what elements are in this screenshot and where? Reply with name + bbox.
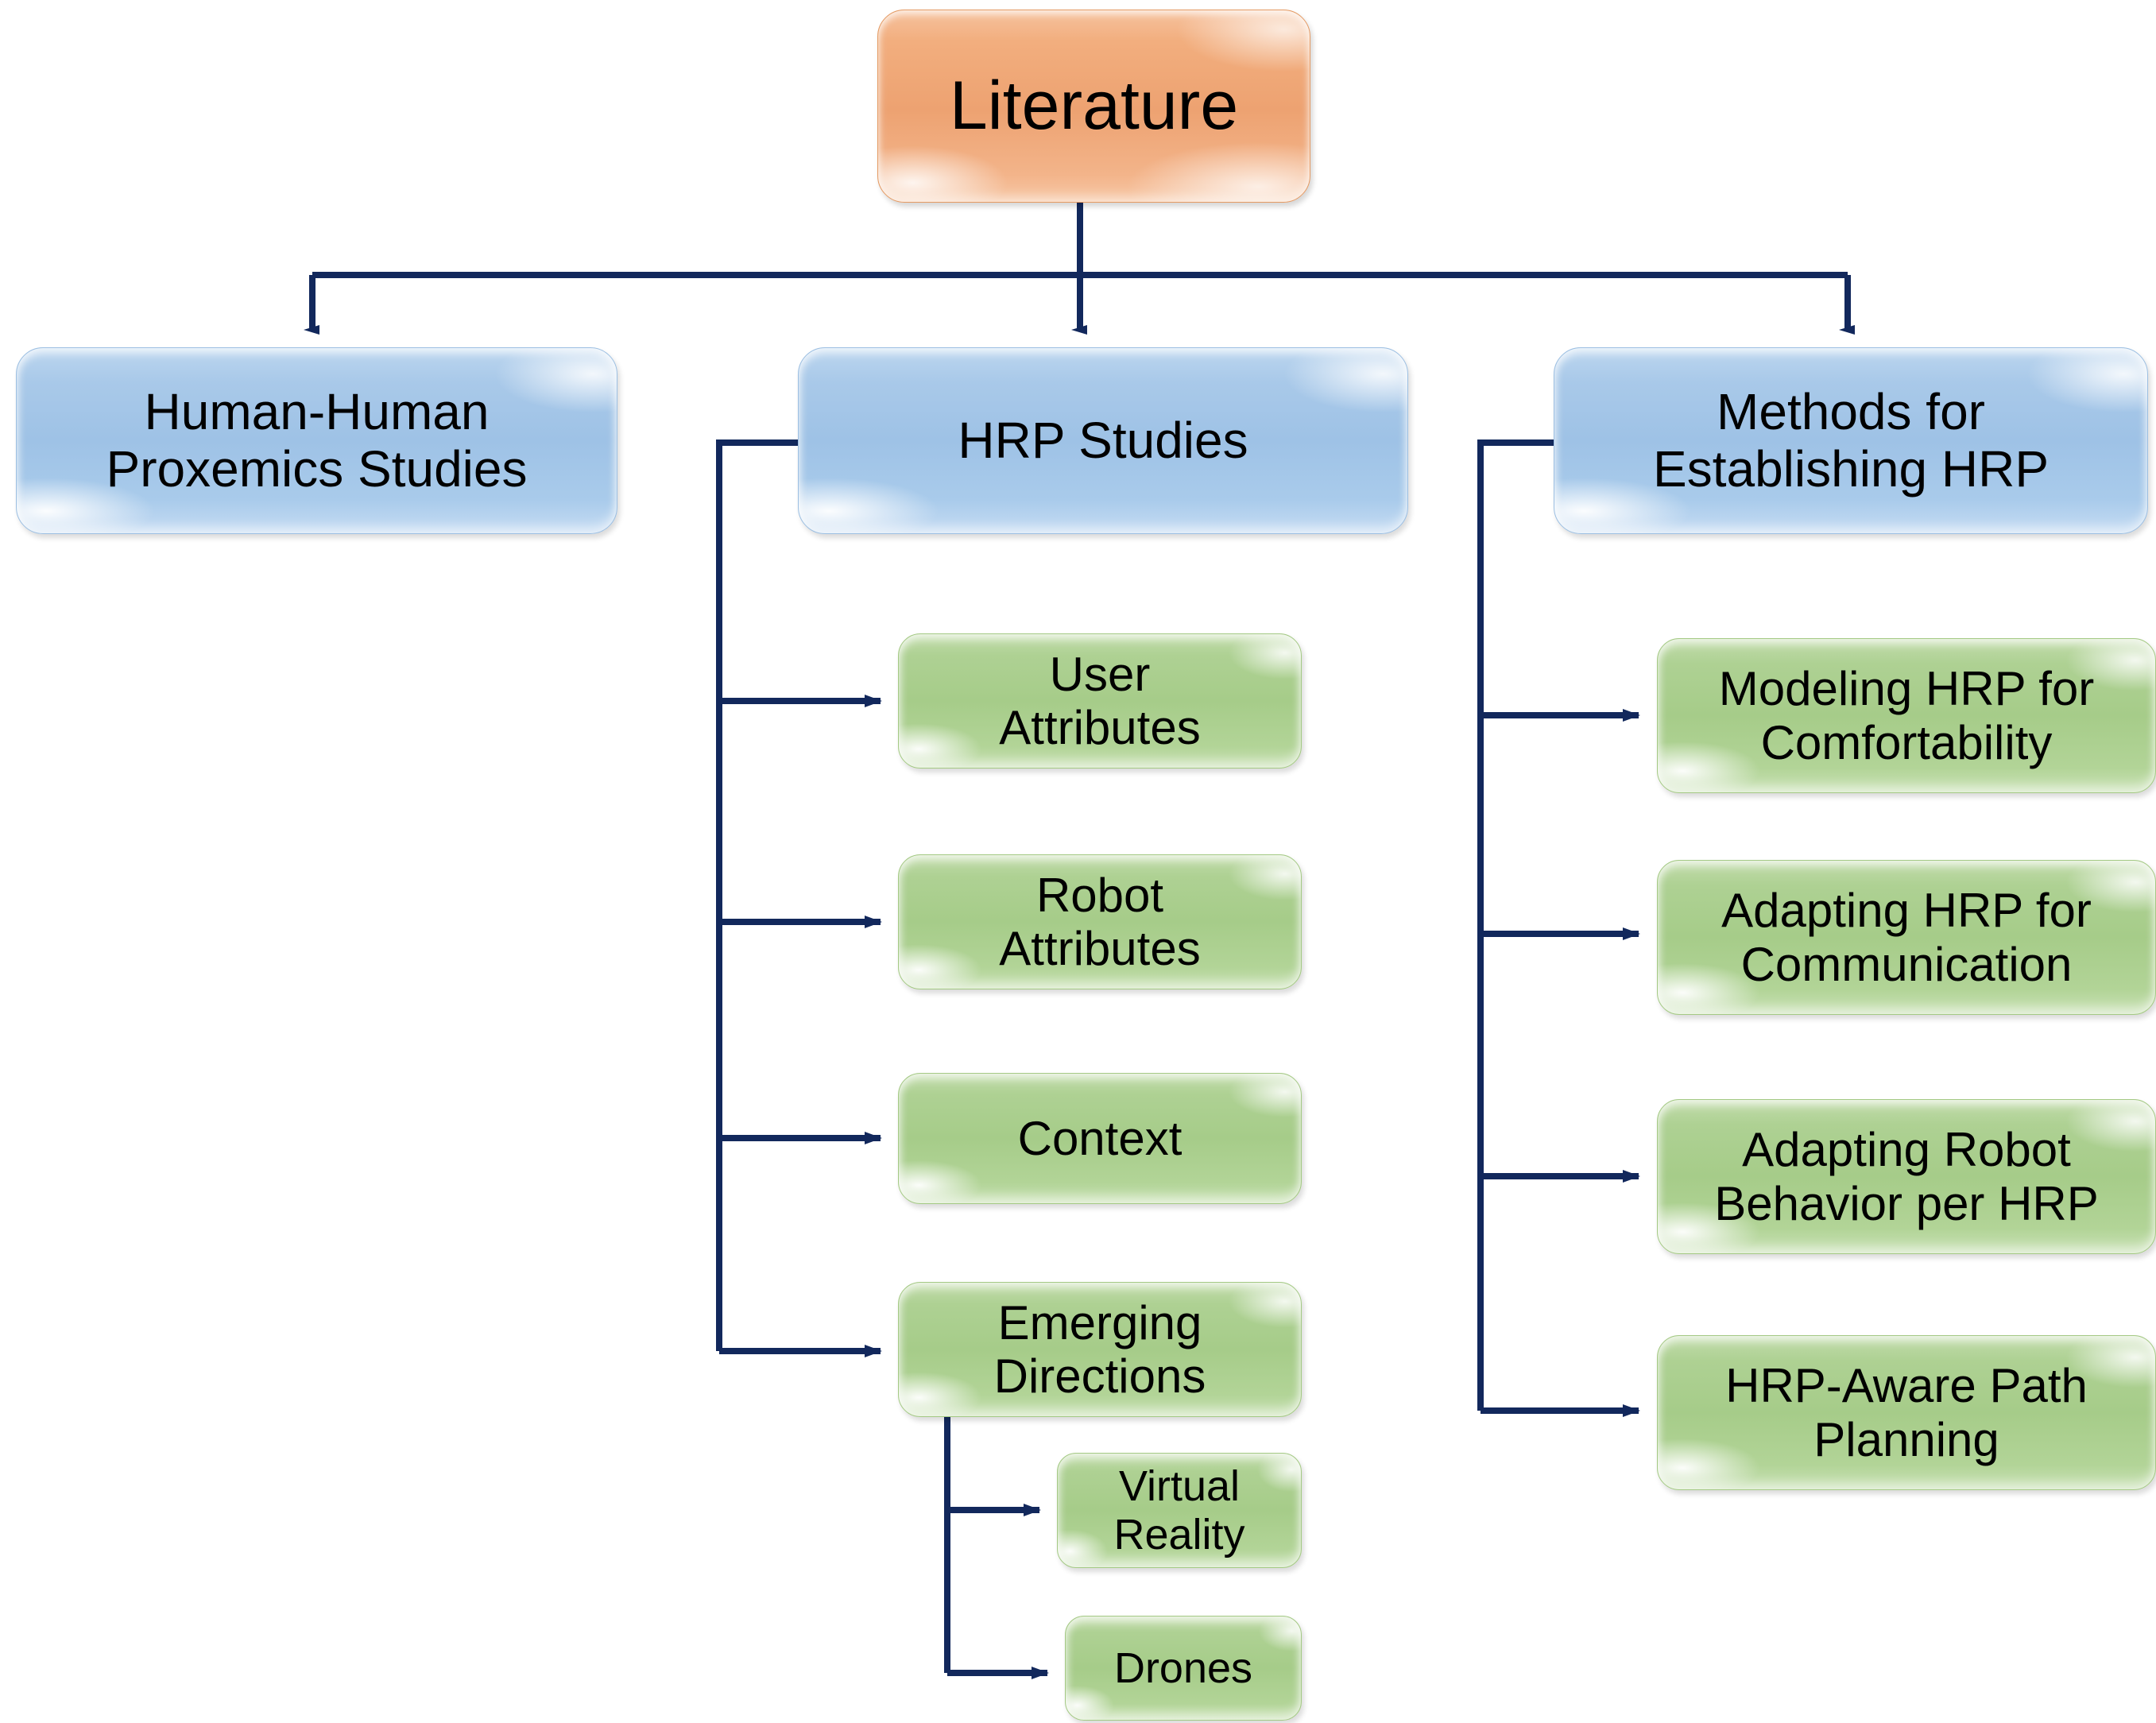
node-drones[interactable]: Drones — [1065, 1616, 1302, 1721]
node-human-human-proxemics-studies[interactable]: Human-Human Proxemics Studies — [16, 347, 617, 534]
node-literature-label: Literature — [949, 68, 1239, 145]
node-context-label: Context — [1017, 1111, 1183, 1165]
node-drones-label: Drones — [1113, 1644, 1253, 1692]
node-virtual-reality[interactable]: Virtual Reality — [1057, 1453, 1302, 1568]
node-hrp-aware-path-planning[interactable]: HRP-Aware Path Planning — [1657, 1335, 2156, 1490]
node-modeling-hrp-for-comfortability-label: Modeling HRP for Comfortability — [1718, 662, 2095, 769]
node-methods-for-establishing-hrp-label: Methods for Establishing HRP — [1653, 382, 2049, 498]
node-methods-for-establishing-hrp[interactable]: Methods for Establishing HRP — [1554, 347, 2148, 534]
node-hrp-aware-path-planning-label: HRP-Aware Path Planning — [1725, 1359, 2088, 1466]
node-robot-attributes-label: Robot Attributes — [999, 868, 1201, 975]
node-modeling-hrp-for-comfortability[interactable]: Modeling HRP for Comfortability — [1657, 638, 2156, 793]
node-user-attributes-label: User Attributes — [999, 647, 1201, 754]
node-robot-attributes[interactable]: Robot Attributes — [898, 854, 1302, 989]
node-hrp-studies-label: HRP Studies — [958, 411, 1248, 469]
node-human-human-proxemics-studies-label: Human-Human Proxemics Studies — [106, 382, 528, 498]
node-hrp-studies[interactable]: HRP Studies — [798, 347, 1408, 534]
node-emerging-directions[interactable]: Emerging Directions — [898, 1282, 1302, 1417]
node-adapting-hrp-for-communication-label: Adapting HRP for Communication — [1721, 884, 2092, 991]
node-virtual-reality-label: Virtual Reality — [1113, 1462, 1245, 1558]
node-literature[interactable]: Literature — [877, 10, 1310, 203]
node-context[interactable]: Context — [898, 1073, 1302, 1204]
node-adapting-robot-behavior-per-hrp[interactable]: Adapting Robot Behavior per HRP — [1657, 1099, 2156, 1254]
node-emerging-directions-label: Emerging Directions — [993, 1295, 1206, 1403]
node-adapting-hrp-for-communication[interactable]: Adapting HRP for Communication — [1657, 860, 2156, 1015]
node-user-attributes[interactable]: User Attributes — [898, 633, 1302, 769]
node-adapting-robot-behavior-per-hrp-label: Adapting Robot Behavior per HRP — [1714, 1123, 2099, 1230]
